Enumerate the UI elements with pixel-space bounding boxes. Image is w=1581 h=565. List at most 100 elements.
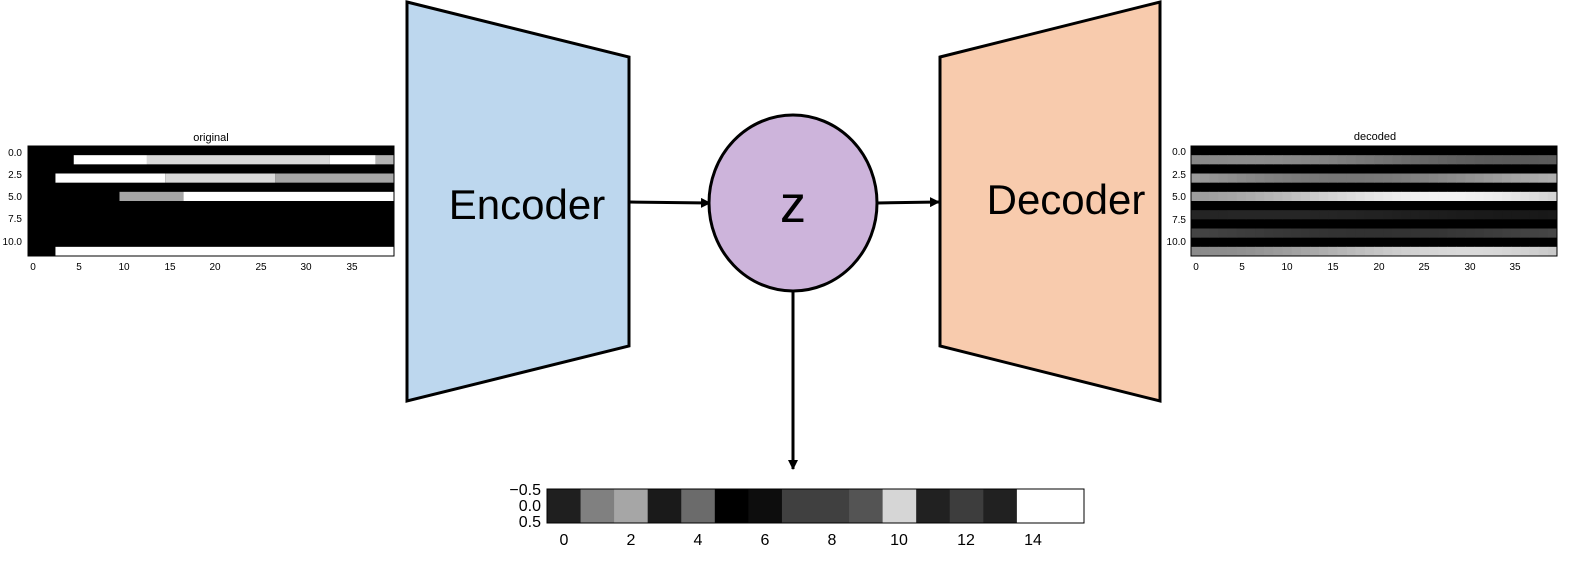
decoded-cell	[1529, 228, 1540, 238]
original-frame	[27, 145, 395, 257]
latent-code-cell	[681, 489, 716, 523]
decoded-cell	[1273, 173, 1283, 183]
decoded-cell	[1218, 210, 1228, 220]
decoded-cell	[1255, 210, 1265, 220]
decoded-cell	[1465, 228, 1476, 238]
latent-code-ytick-label: −0.5	[509, 482, 541, 499]
decoded-cell	[1264, 173, 1274, 183]
decoded-cell	[1419, 155, 1430, 165]
decoded-cell	[1438, 228, 1448, 238]
decoded-cell	[1245, 210, 1256, 220]
decoded-cell	[1410, 228, 1421, 238]
decoded-cell	[1401, 191, 1411, 201]
decoded-cell	[1264, 155, 1274, 165]
decoded-cell	[1401, 246, 1411, 256]
decoded-cell	[1236, 191, 1247, 201]
encoder-shape	[405, 0, 631, 403]
latent-code-y-ticks: −0.5 0.0 0.5	[509, 482, 541, 531]
decoded-cell	[1227, 228, 1238, 238]
decoded-cell	[1456, 191, 1466, 201]
decoded-ytick-label: 2.5	[1172, 170, 1186, 181]
decoded-cell	[1309, 210, 1320, 220]
decoded-cell	[1227, 246, 1238, 256]
decoded-cell	[1282, 246, 1293, 256]
decoded-xtick-label: 35	[1509, 262, 1521, 273]
original-cell-segment	[329, 155, 376, 165]
decoded-cell	[1547, 228, 1558, 238]
decoded-cell	[1547, 191, 1558, 201]
decoded-cell	[1492, 173, 1503, 183]
decoded-cell	[1529, 191, 1540, 201]
latent-code-ytick-label: 0.0	[519, 498, 541, 515]
latent-code-cell	[815, 489, 850, 523]
decoded-cell	[1383, 228, 1393, 238]
decoded-cell	[1410, 246, 1421, 256]
decoded-cell	[1236, 228, 1247, 238]
decoded-cell	[1456, 155, 1466, 165]
latent-code-xtick-label: 6	[761, 532, 770, 549]
decoded-cell	[1364, 210, 1375, 220]
latent-code-cell	[614, 489, 649, 523]
original-cell-segment	[165, 173, 276, 183]
decoded-cell	[1483, 191, 1494, 201]
decoded-cell	[1419, 210, 1430, 220]
decoded-cell	[1364, 173, 1375, 183]
decoded-cell	[1227, 155, 1238, 165]
decoded-heatmap: decoded 0.0 2.5 5.0 7.5 10.0 0 5 10 15 2…	[1167, 131, 1558, 273]
latent-code-xtick-label: 2	[627, 532, 636, 549]
encoder-label: Encoder	[449, 181, 605, 228]
decoded-cell	[1200, 191, 1210, 201]
decoded-cell	[1511, 228, 1521, 238]
decoded-cell	[1447, 191, 1457, 201]
decoded-cell	[1291, 155, 1302, 165]
decoded-cell	[1337, 228, 1347, 238]
decoded-cell	[1483, 210, 1494, 220]
decoded-cell	[1264, 246, 1274, 256]
decoded-cell	[1447, 246, 1457, 256]
decoded-cell	[1374, 173, 1384, 183]
latent-code-xtick-label: 0	[560, 532, 569, 549]
latent-node: z	[707, 113, 879, 293]
decoded-cell	[1456, 246, 1466, 256]
latent-code-xtick-label: 12	[957, 532, 975, 549]
decoded-cell	[1364, 191, 1375, 201]
original-heatmap: original 0.0 2.5 5.0 7.5 10.0 0 5 10 15 …	[3, 132, 395, 273]
decoded-cell	[1401, 210, 1411, 220]
decoded-cell	[1209, 191, 1219, 201]
latent-code-cell	[882, 489, 917, 523]
decoded-cell	[1502, 173, 1512, 183]
latent-code-cell	[849, 489, 884, 523]
decoded-cell	[1209, 246, 1219, 256]
latent-code-cell	[1016, 489, 1051, 523]
latent-code-frame	[546, 488, 1085, 524]
latent-code-cell	[547, 489, 582, 523]
decoded-cell	[1374, 210, 1384, 220]
decoded-cell	[1355, 246, 1366, 256]
decoded-title: decoded	[1354, 131, 1396, 143]
decoded-cell	[1492, 210, 1503, 220]
decoded-cell	[1428, 210, 1439, 220]
decoded-cell	[1392, 191, 1402, 201]
decoded-cell	[1319, 246, 1329, 256]
decoded-cell	[1218, 228, 1228, 238]
decoded-cell	[1428, 173, 1439, 183]
decoded-cell	[1236, 246, 1247, 256]
decoded-cell	[1364, 228, 1375, 238]
decoded-cell	[1273, 246, 1283, 256]
decoded-cell	[1300, 155, 1311, 165]
original-ytick-label: 7.5	[8, 214, 22, 225]
decoded-cell	[1209, 228, 1219, 238]
decoded-cell	[1502, 228, 1512, 238]
decoded-cell	[1456, 210, 1466, 220]
decoded-ytick-label: 5.0	[1172, 192, 1186, 203]
decoded-cell	[1236, 210, 1247, 220]
decoded-xtick-label: 0	[1193, 262, 1199, 273]
latent-code-xtick-label: 10	[890, 532, 908, 549]
decoded-xtick-label: 10	[1281, 262, 1293, 273]
decoded-cell	[1401, 228, 1411, 238]
original-cell-segment	[73, 155, 147, 165]
decoded-cell	[1227, 210, 1238, 220]
decoded-cell	[1492, 246, 1503, 256]
decoded-cell	[1465, 210, 1476, 220]
decoded-cell	[1273, 155, 1283, 165]
